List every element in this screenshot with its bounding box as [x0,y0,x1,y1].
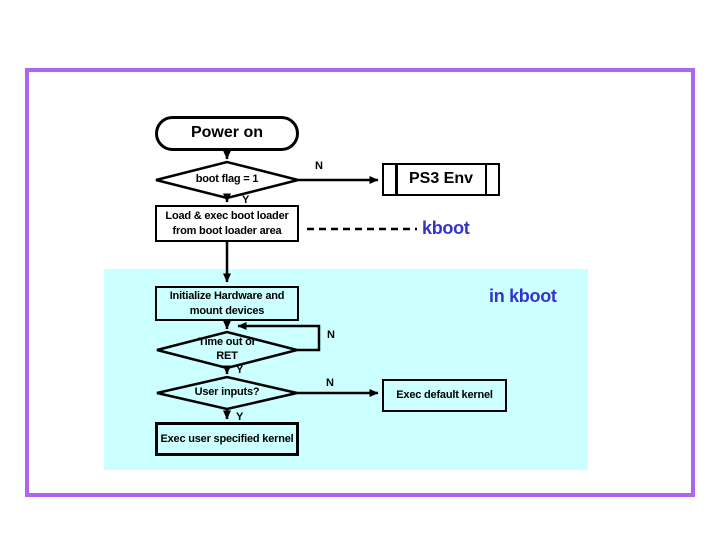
node-exec-user-kernel: Exec user specified kernel [155,422,299,456]
user-inputs-no-label: N [326,377,334,389]
user-inputs-label: User inputs? [194,386,260,399]
boot-flag-yes-label: Y [242,194,250,206]
node-power-on: Power on [155,116,299,151]
user-inputs-yes-label: Y [236,411,244,423]
power-on-label: Power on [190,124,263,142]
boot-flag-label: boot flag = 1 [195,173,259,186]
predefined-process-bar-right [484,164,487,195]
time-out-label: Time out or RET [198,336,256,362]
kboot-region-background [104,269,588,470]
ps3-env-label: PS3 Env [408,170,474,188]
boot-flag-no-label: N [315,160,323,172]
time-out-yes-label: Y [236,364,244,376]
connector-timeout-loop [237,322,321,352]
predefined-process-bar-left [395,164,398,195]
node-exec-default-kernel: Exec default kernel [382,379,507,412]
purple-frame [25,68,695,497]
node-init-hardware: Initialize Hardware and mount devices [155,286,299,321]
time-out-no-label: N [327,329,335,341]
node-ps3-env: PS3 Env [382,163,500,196]
node-load-boot-loader: Load & exec boot loader from boot loader… [155,205,299,242]
in-kboot-annotation: in kboot [489,286,557,306]
kboot-annotation: kboot [422,218,470,238]
